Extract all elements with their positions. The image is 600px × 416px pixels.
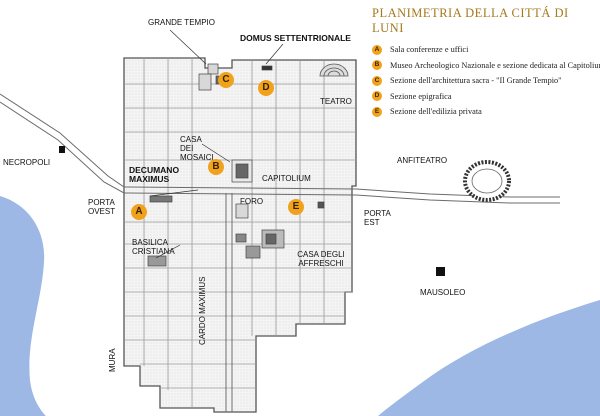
buildings xyxy=(147,63,325,267)
legend-text: Sezione dell'edilizia privata xyxy=(390,107,482,117)
label-necropoli: NECROPOLI xyxy=(3,158,51,167)
label-casa-degli-affreschi: CASA DEGLI AFFRESCHI xyxy=(297,250,345,268)
label-mausoleo: MAUSOLEO xyxy=(420,288,466,297)
legend-item: E Sezione dell'edilizia privata xyxy=(372,104,598,120)
legend-marker: B xyxy=(372,60,382,71)
legend-marker: D xyxy=(372,91,382,102)
label-porta-est: PORTA EST xyxy=(364,209,391,227)
label-foro: FORO xyxy=(240,197,264,206)
label-domus-settentrionale: DOMUS SETTENTRIONALE xyxy=(240,33,351,43)
legend-item: B Museo Archeologico Nazionale e sezione… xyxy=(372,58,600,74)
pin-d[interactable]: D xyxy=(258,80,274,96)
pin-a[interactable]: A xyxy=(131,204,147,220)
label-teatro: TEATRO xyxy=(320,97,352,106)
pin-e[interactable]: E xyxy=(288,199,304,215)
amphitheatre xyxy=(463,160,511,202)
mausoleo-marker xyxy=(436,267,445,276)
legend-text: Sezione dell'architettura sacra - "Il Gr… xyxy=(390,76,562,86)
label-basilica-cristiana: BASILICA CRISTIANA xyxy=(132,238,175,256)
legend-marker: C xyxy=(372,75,382,86)
label-cardo-maximus: CARDO MAXIMUS xyxy=(198,276,207,345)
label-mura: MURA xyxy=(108,348,117,372)
sea-right xyxy=(378,300,600,416)
leader-lines xyxy=(149,29,284,259)
label-casa-dei-mosaici: CASA DEI MOSAICI xyxy=(180,135,214,162)
legend-marker: A xyxy=(372,44,382,55)
label-porta-ovest: PORTA OVEST xyxy=(88,198,116,216)
label-grande-tempio: GRANDE TEMPIO xyxy=(148,18,215,27)
legend: PLANIMETRIA DELLA CITTÁ DI LUNI A Sala c… xyxy=(372,6,600,120)
pin-b[interactable]: B xyxy=(208,159,224,175)
legend-item: A Sala conferenze e uffici xyxy=(372,42,598,58)
pin-c[interactable]: C xyxy=(218,72,234,88)
label-anfiteatro: ANFITEATRO xyxy=(397,156,448,165)
street-grid xyxy=(124,58,356,408)
legend-title: PLANIMETRIA DELLA CITTÁ DI LUNI xyxy=(372,6,569,35)
legend-text: Museo Archeologico Nazionale e sezione d… xyxy=(390,60,600,70)
sea-left xyxy=(0,196,46,416)
theatre xyxy=(319,63,349,77)
legend-item: C Sezione dell'architettura sacra - "Il … xyxy=(372,73,598,89)
label-decumano-maximus: DECUMANO MAXIMUS xyxy=(129,165,180,184)
necropoli-marker xyxy=(59,146,65,153)
legend-text: Sala conferenze e uffici xyxy=(390,45,469,55)
legend-text: Sezione epigrafica xyxy=(390,91,452,101)
legend-item: D Sezione epigrafica xyxy=(372,89,598,105)
legend-marker: E xyxy=(372,106,382,117)
label-capitolium: CAPITOLIUM xyxy=(262,174,311,183)
